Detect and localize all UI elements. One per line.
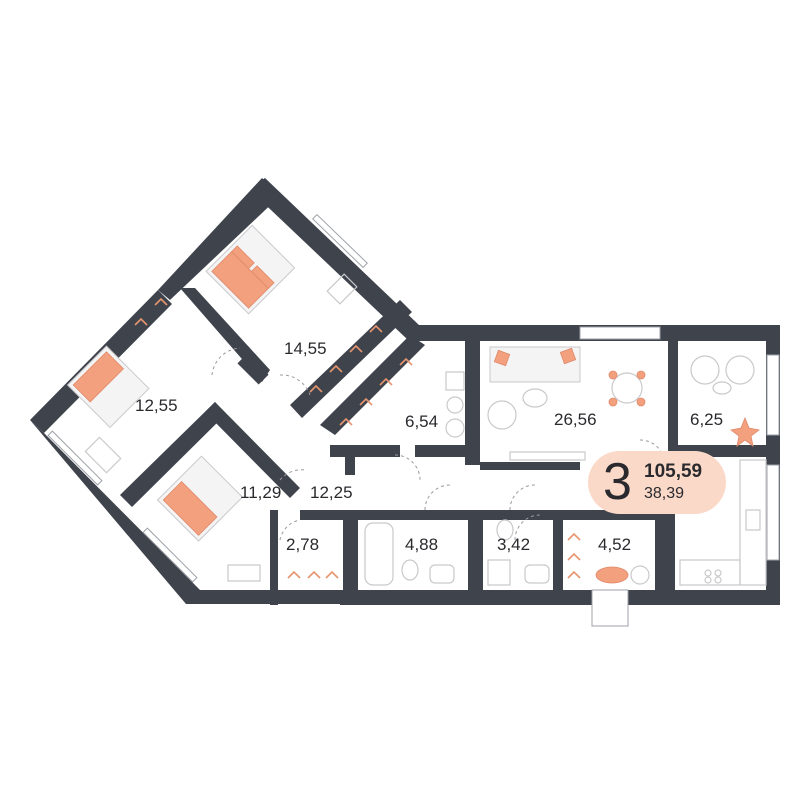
sofa-icon [489, 346, 581, 383]
dining-table-icon [608, 370, 646, 407]
area-label-corridor: 12,25 [310, 483, 353, 502]
total-area: 105,59 [644, 461, 703, 482]
coffee-table-icon [522, 388, 548, 408]
area-labels: 14,55 12,55 11,29 6,54 26,56 6,25 12,25 … [135, 339, 723, 554]
armchair-icon [487, 400, 517, 430]
apartment-summary-badge: 3 105,59 38,39 [588, 451, 726, 514]
sink-icon [524, 564, 550, 584]
living-area: 38,39 [644, 485, 685, 502]
furniture [66, 224, 767, 586]
toilet-icon [401, 559, 419, 581]
washer-icon [446, 396, 464, 414]
kitchen-counter-icon [679, 459, 767, 586]
bed-icon [205, 224, 296, 315]
bathtub-icon [364, 522, 394, 586]
toilet-icon [496, 519, 514, 541]
area-label-bedroom-left: 12,55 [135, 396, 178, 415]
pouf-icon [595, 566, 629, 584]
sink-icon [429, 564, 455, 584]
area-label-closet: 2,78 [286, 535, 319, 554]
area-label-hallway: 4,52 [598, 535, 631, 554]
windows [47, 213, 780, 627]
area-label-bathroom: 4,88 [405, 535, 438, 554]
area-label-wardrobe: 6,54 [405, 412, 438, 431]
hanger-icons [134, 297, 581, 579]
plant-icon [730, 416, 760, 447]
area-label-bedroom-top: 14,55 [284, 339, 327, 358]
doors [211, 347, 666, 541]
area-label-toilet: 3,42 [497, 535, 530, 554]
tv-stand-icon [509, 451, 586, 461]
area-label-living-room: 26,56 [554, 410, 597, 429]
area-label-bedroom-bottom: 11,29 [240, 483, 281, 502]
bed-icon [156, 455, 244, 542]
desk-icon [84, 436, 122, 474]
rooms-count: 3 [603, 453, 632, 511]
lounge-chairs-icon [690, 355, 755, 395]
desk-icon [227, 564, 261, 582]
area-label-balcony: 6,25 [690, 410, 723, 429]
desk-icon [326, 273, 358, 305]
bed-icon [66, 345, 150, 429]
